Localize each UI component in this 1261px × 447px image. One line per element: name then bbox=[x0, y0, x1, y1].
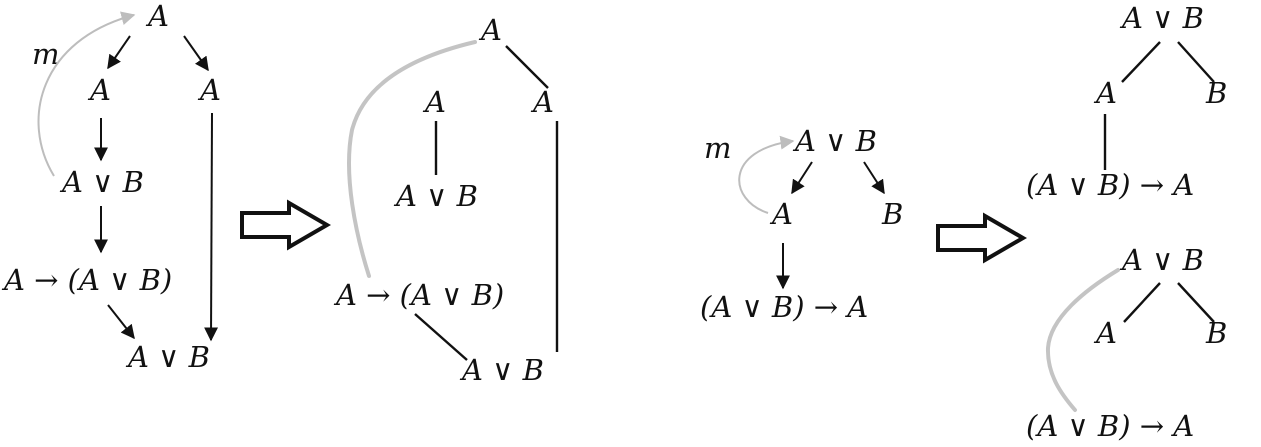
edge-top-to-right-b bbox=[863, 161, 885, 195]
node-top-a: A bbox=[145, 0, 169, 33]
diagram-1-before: A A A A ∨ B A → (A ∨ B) A ∨ B m bbox=[1, 0, 221, 374]
edge-implication-to-bottom bbox=[107, 304, 135, 340]
node-right-b: B bbox=[881, 197, 903, 231]
node-top-a: A bbox=[478, 13, 502, 47]
node-top-a-or-b: A ∨ B bbox=[792, 124, 877, 158]
node-left-a: A bbox=[422, 85, 446, 119]
edge-top-a-to-right-a bbox=[505, 45, 549, 89]
edge-right-a-to-bottom bbox=[204, 112, 219, 342]
m-gray-curve bbox=[347, 40, 477, 278]
diagram-1-after: A A A A ∨ B A → (A ∨ B) A ∨ B bbox=[333, 13, 559, 387]
node-a-or-b: A ∨ B bbox=[393, 179, 478, 213]
edge-top-a-to-left-a bbox=[107, 35, 131, 70]
node-a-or-b-implies-a: (A ∨ B) → A bbox=[1026, 168, 1194, 202]
node-left-a: A bbox=[1093, 316, 1117, 350]
node-a-implies-a-or-b: A → (A ∨ B) bbox=[1, 263, 172, 297]
node-left-a: A bbox=[1093, 76, 1117, 110]
node-a-or-b: A ∨ B bbox=[59, 165, 144, 199]
edge-root-to-left-a bbox=[1123, 282, 1161, 323]
m-curved-arrow bbox=[37, 11, 136, 177]
node-left-a: A bbox=[769, 197, 793, 231]
edge-top-to-left-a bbox=[791, 161, 813, 195]
node-right-b: B bbox=[1205, 316, 1227, 350]
transform-arrow-2 bbox=[936, 212, 1027, 264]
node-bottom-a-or-b: A ∨ B bbox=[125, 340, 210, 374]
m-gray-curve bbox=[1045, 268, 1120, 412]
node-a-or-b-implies-a: (A ∨ B) → A bbox=[700, 290, 868, 324]
edge-root-to-right-b bbox=[1177, 282, 1215, 323]
node-left-a: A bbox=[87, 73, 111, 107]
m-curved-arrow bbox=[738, 135, 795, 214]
edge-implication-to-bottom bbox=[414, 313, 468, 361]
diagram-2-after-bottom: A ∨ B A B (A ∨ B) → A bbox=[1026, 243, 1227, 443]
node-right-b: B bbox=[1205, 76, 1227, 110]
node-right-a: A bbox=[530, 85, 554, 119]
node-root-a-or-b: A ∨ B bbox=[1119, 243, 1204, 277]
transform-arrow-1 bbox=[240, 199, 331, 251]
diagram-2-before: A ∨ B A B (A ∨ B) → A m bbox=[700, 124, 903, 324]
node-right-a: A bbox=[197, 73, 221, 107]
edge-root-to-left-a bbox=[1121, 41, 1161, 83]
edge-root-to-right-b bbox=[1177, 41, 1215, 83]
node-a-implies-a-or-b: A → (A ∨ B) bbox=[333, 278, 504, 312]
diagram-2-after-top: A ∨ B A B (A ∨ B) → A bbox=[1026, 1, 1227, 202]
edge-top-a-to-right-a bbox=[183, 35, 209, 72]
label-m: m bbox=[704, 131, 732, 165]
node-root-a-or-b: A ∨ B bbox=[1119, 1, 1204, 35]
node-a-or-b-implies-a: (A ∨ B) → A bbox=[1026, 409, 1194, 443]
node-bottom-a-or-b: A ∨ B bbox=[459, 353, 544, 387]
